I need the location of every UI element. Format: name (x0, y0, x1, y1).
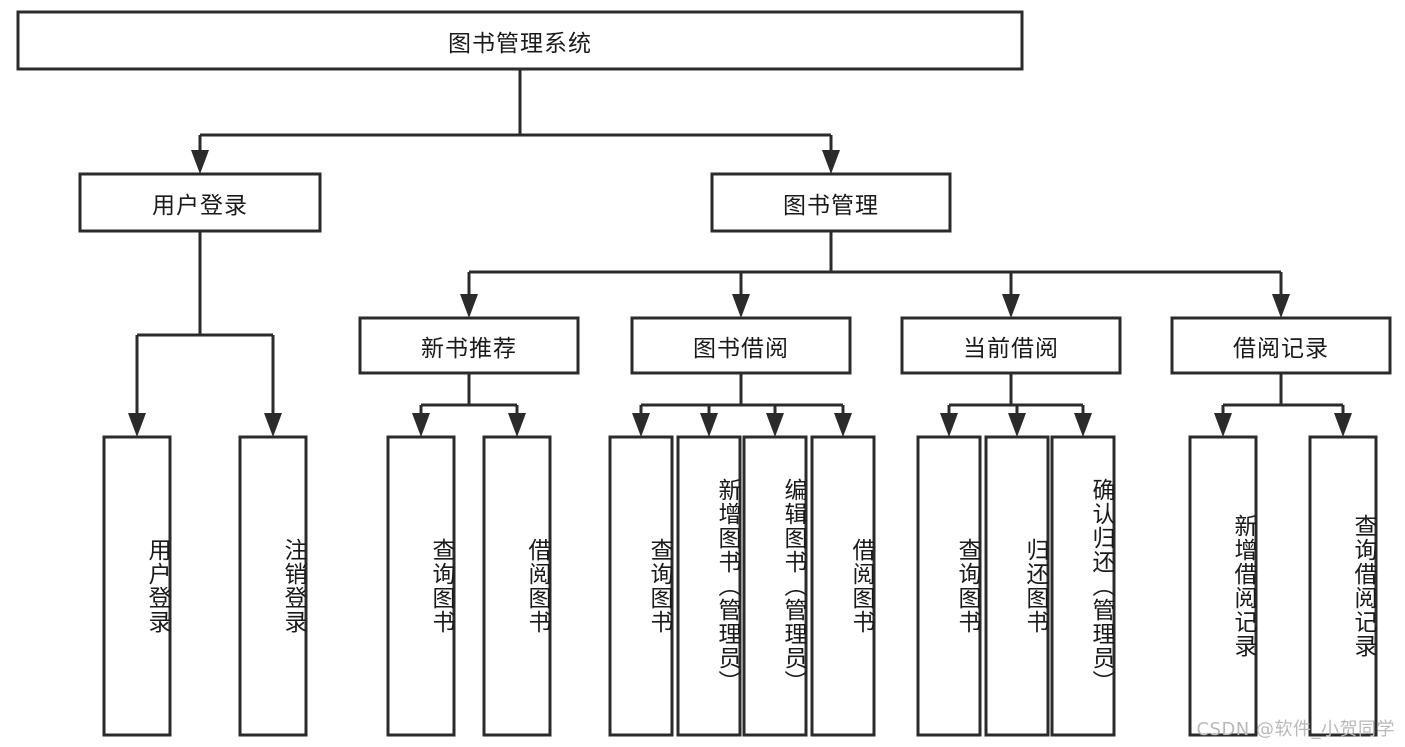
watermark: CSDN @软件_小贺同学 (1196, 719, 1395, 740)
arrow-head-icon-leaf-add-book (700, 413, 718, 437)
arrow-head-icon-leaf-query-book-rec (412, 413, 430, 437)
arrow-head-icon-leaf-add-record (1214, 413, 1232, 437)
node-box-leaf-confirm-return[interactable] (1050, 435, 1116, 737)
arrow-head-icon-leaf-borrow-book (834, 413, 852, 437)
arrow-head-icon-book-manage (822, 150, 840, 174)
node-box-leaf-borrow-book[interactable] (810, 435, 876, 737)
edges-layer (128, 69, 1352, 437)
node-box-leaf-query-book-borrow[interactable] (608, 435, 674, 737)
node-box-new-book-rec[interactable] (358, 316, 580, 375)
arrow-head-icon-leaf-edit-book (766, 413, 784, 437)
boxes-layer (16, 10, 1392, 737)
node-box-leaf-query-record[interactable] (1308, 435, 1378, 737)
node-box-leaf-user-logout[interactable] (238, 435, 308, 737)
arrow-head-icon-leaf-query-record (1334, 413, 1352, 437)
node-box-root[interactable] (16, 10, 1024, 71)
arrow-head-icon-borrow-record (1272, 294, 1290, 318)
node-box-leaf-query-book-cur[interactable] (916, 435, 982, 737)
arrow-head-icon-new-book-rec (460, 294, 478, 318)
node-box-leaf-query-book-rec[interactable] (386, 435, 456, 737)
arrow-head-icon-leaf-borrow-book-rec (508, 413, 526, 437)
node-box-book-borrow[interactable] (630, 316, 852, 375)
arrow-head-icon-user-login (191, 150, 209, 174)
arrow-head-icon-book-borrow (732, 294, 750, 318)
node-box-book-manage[interactable] (710, 172, 952, 233)
node-box-leaf-edit-book[interactable] (742, 435, 808, 737)
arrow-head-icon-current-borrow (1002, 294, 1020, 318)
arrow-head-icon-leaf-return-book (1008, 413, 1026, 437)
node-box-leaf-add-record[interactable] (1188, 435, 1258, 737)
node-box-current-borrow[interactable] (900, 316, 1122, 375)
node-box-leaf-return-book[interactable] (984, 435, 1050, 737)
arrow-head-icon-leaf-query-book-borrow (632, 413, 650, 437)
node-box-user-login[interactable] (78, 172, 322, 233)
node-box-leaf-borrow-book-rec[interactable] (482, 435, 552, 737)
node-box-borrow-record[interactable] (1170, 316, 1392, 375)
node-box-leaf-add-book[interactable] (676, 435, 742, 737)
arrow-head-icon-leaf-user-logout (264, 413, 282, 437)
arrow-head-icon-leaf-confirm-return (1074, 413, 1092, 437)
arrow-head-icon-leaf-query-book-cur (940, 413, 958, 437)
node-box-leaf-user-login[interactable] (102, 435, 172, 737)
arrow-head-icon-leaf-user-login (128, 413, 146, 437)
